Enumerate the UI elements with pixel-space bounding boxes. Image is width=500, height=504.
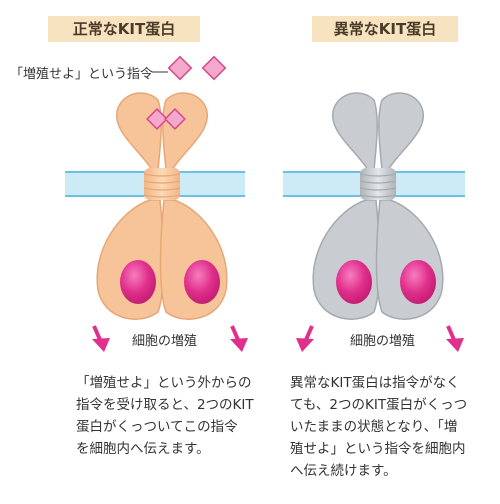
nucleus-right-1: [336, 260, 372, 304]
panel-title-normal: 正常なKIT蛋白: [72, 20, 176, 38]
signal-diamond-2: [201, 55, 227, 81]
nucleus-left-1: [120, 260, 156, 304]
kit-protein-normal: [96, 92, 228, 320]
proliferation-label-left: 細胞の増殖: [132, 334, 198, 349]
signal-molecules: [146, 55, 227, 130]
arrow-right-1: [296, 325, 314, 352]
title-right-bg: [312, 16, 458, 42]
proliferation-arrows: [92, 325, 464, 352]
signal-label: 「増殖せよ」という指令: [10, 67, 154, 82]
title-left-bg: [48, 16, 200, 42]
kit-protein-abnormal: [312, 92, 444, 320]
arrow-left-1: [92, 325, 110, 352]
panel-title-abnormal: 異常なKIT蛋白: [333, 20, 437, 38]
arrow-right-2: [446, 325, 464, 352]
description-normal: 「増殖せよ」という外からの 指令を受け取ると、2つのKIT 蛋白がくっついてこの…: [76, 375, 254, 457]
arrow-left-2: [230, 325, 248, 352]
signal-diamond-4: [164, 108, 186, 130]
proliferation-label-right: 細胞の増殖: [350, 334, 416, 349]
signal-diamond-1: [167, 55, 193, 81]
nucleus-left-2: [184, 260, 220, 304]
description-abnormal: 異常なKIT蛋白は指令がなく ても、2つのKIT蛋白がくっつ いたままの状態とな…: [290, 375, 468, 479]
nucleus-right-2: [400, 260, 436, 304]
signal-diamond-3: [146, 108, 168, 130]
